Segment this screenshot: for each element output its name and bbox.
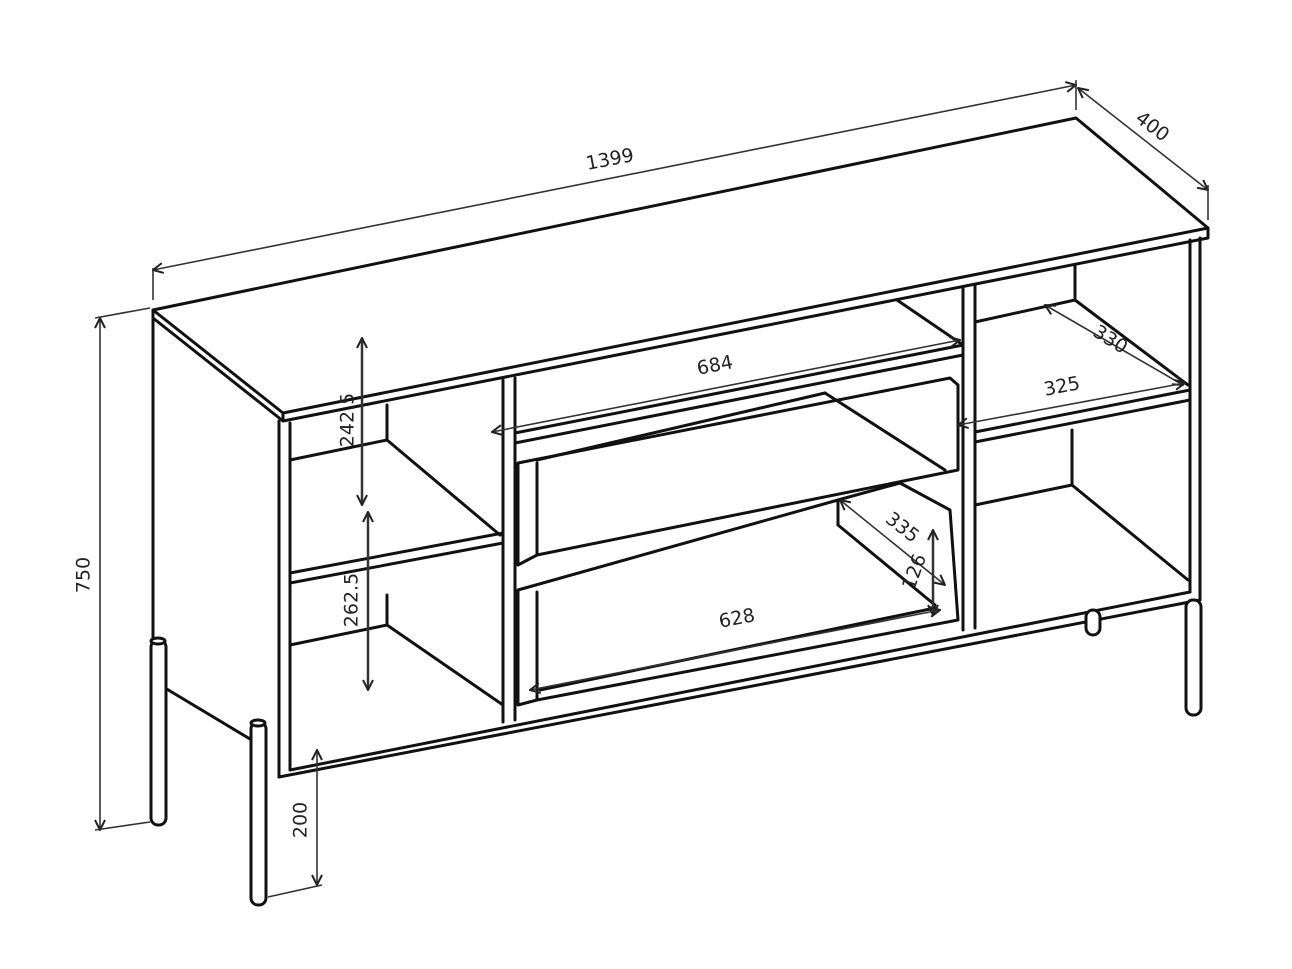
dimension-width: 1399 bbox=[153, 80, 1076, 300]
dimension-label: 400 bbox=[1131, 107, 1173, 146]
dimension-leg-height: 200 bbox=[267, 750, 322, 898]
dimension-label: 330 bbox=[1089, 321, 1131, 359]
leg-front-left bbox=[249, 720, 268, 907]
leg-back-right bbox=[1084, 608, 1102, 637]
dimension-shelf-depth: 330 bbox=[1045, 305, 1183, 385]
dimension-height: 750 bbox=[73, 307, 151, 830]
dimension-label: 242.5 bbox=[337, 393, 359, 447]
dimension-label: 335 bbox=[881, 508, 923, 548]
dimension-label: 325 bbox=[1042, 372, 1082, 401]
dimension-label: 1399 bbox=[584, 144, 636, 175]
dimension-upper-shelf-height: 242.5 bbox=[337, 338, 363, 505]
dimension-depth: 400 bbox=[1078, 88, 1208, 220]
dimension-drawer-height: 126 bbox=[898, 530, 933, 615]
upper-drawer bbox=[516, 376, 960, 567]
leg-front-right bbox=[1184, 598, 1203, 717]
top-surface bbox=[151, 116, 1210, 415]
dimension-label: 262.5 bbox=[341, 573, 363, 627]
dimension-inner-width: 684 bbox=[492, 340, 960, 432]
dimension-label: 126 bbox=[898, 551, 931, 593]
leg-back-left bbox=[149, 638, 168, 827]
cabinet-body bbox=[151, 116, 1210, 779]
dimension-drawer-width: 628 bbox=[530, 604, 940, 690]
dimension-label: 200 bbox=[290, 802, 312, 838]
dimension-drawer-depth: 335 bbox=[840, 500, 945, 585]
dimension-label: 750 bbox=[73, 557, 95, 593]
dimension-lower-shelf-height: 262.5 bbox=[341, 512, 369, 690]
dimension-label: 684 bbox=[695, 351, 735, 380]
legs bbox=[149, 598, 1203, 907]
dimension-label: 628 bbox=[717, 604, 757, 633]
